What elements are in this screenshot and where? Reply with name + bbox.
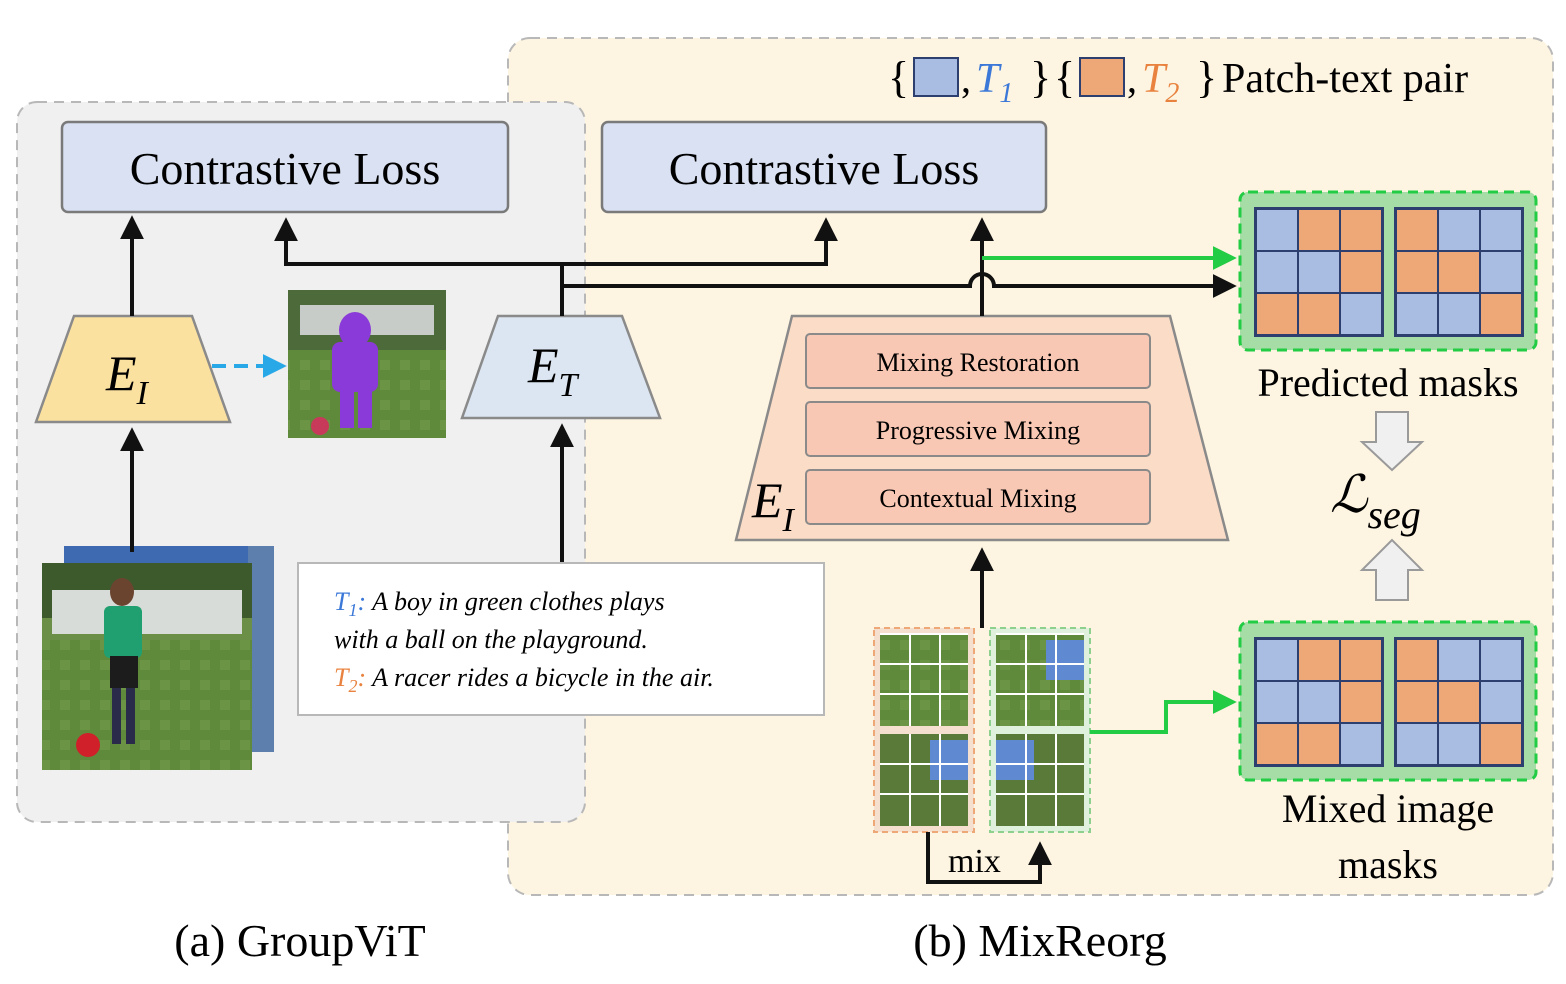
groupvit-caption: (a) GroupViT xyxy=(174,915,425,966)
mixed-mask-patch xyxy=(1299,640,1339,680)
mixed-image-orange-group xyxy=(873,627,975,833)
mixed-masks-grids xyxy=(1254,637,1524,767)
contextual-mixing-label: Contextual Mixing xyxy=(879,484,1076,513)
predicted-mask-patch xyxy=(1257,210,1297,250)
mixed-mask-patch xyxy=(1257,724,1297,764)
mixed-mask-patch xyxy=(1397,682,1437,722)
input-image-stack xyxy=(42,546,274,770)
mixreorg-caption: (b) MixReorg xyxy=(913,915,1166,966)
predicted-mask-patch xyxy=(1481,252,1521,292)
groupvit-loss-label: Contrastive Loss xyxy=(130,143,440,194)
mixed-mask-patch xyxy=(1397,724,1437,764)
predicted-mask-patch xyxy=(1397,252,1437,292)
down-hollow-arrow-icon xyxy=(1359,411,1425,472)
predicted-mask-patch xyxy=(1439,252,1479,292)
orange-patch-icon xyxy=(1079,57,1125,97)
groupvit-image-encoder xyxy=(34,314,232,424)
predicted-mask-patch xyxy=(1299,210,1339,250)
legend-comma-1: , xyxy=(961,56,971,101)
legend-label: Patch-text pair xyxy=(1222,56,1468,102)
contextual-mixing-box xyxy=(805,469,1151,525)
mixed-mask-patch xyxy=(1481,724,1521,764)
legend-t2: T2 xyxy=(1142,56,1179,109)
mixed-mask-patch xyxy=(1299,724,1339,764)
predicted-mask-patch xyxy=(1299,252,1339,292)
progressive-mixing-box xyxy=(805,401,1151,457)
predicted-mask-patch xyxy=(1481,210,1521,250)
predicted-mask-patch xyxy=(1397,294,1437,334)
mixed-mask-patch xyxy=(1257,640,1297,680)
legend-close-brace-2: } xyxy=(1196,53,1217,102)
predicted-mask-patch xyxy=(1439,210,1479,250)
mixed-mask-patch xyxy=(1341,682,1381,722)
mixed-mask-patch xyxy=(1439,724,1479,764)
predicted-mask-patch xyxy=(1257,252,1297,292)
mixing-restoration-label: Mixing Restoration xyxy=(877,348,1080,377)
caption-t2-line: T2:A racer rides a bicycle in the air. xyxy=(334,663,714,696)
up-hollow-arrow-icon xyxy=(1359,538,1425,601)
mixed-mask-patch xyxy=(1257,682,1297,722)
legend-comma-2: , xyxy=(1127,56,1137,101)
mixed-masks-label-line1: Mixed image xyxy=(1282,786,1494,831)
mixreorg-loss-label: Contrastive Loss xyxy=(669,143,979,194)
mixed-mask-patch xyxy=(1299,682,1339,722)
predicted-masks-grids xyxy=(1254,207,1524,337)
caption-t1-line2: with a ball on the playground. xyxy=(334,625,648,654)
predicted-mask-patch xyxy=(1341,252,1381,292)
arrow-et-to-both-losses xyxy=(274,217,564,316)
mixreorg-image-encoder-label: EI xyxy=(751,472,796,539)
groupvit-image-encoder-label: EI xyxy=(105,345,150,412)
mix-bracket-arrow xyxy=(926,832,1052,884)
arrow-et-to-mixreorg-loss xyxy=(562,217,838,266)
text-encoder xyxy=(460,314,662,420)
predicted-mask-patch xyxy=(1341,210,1381,250)
groupvit-loss-box xyxy=(60,120,510,214)
predicted-mask-patch xyxy=(1341,294,1381,334)
mixed-mask-patch xyxy=(1341,640,1381,680)
blue-patch-icon xyxy=(913,57,959,97)
caption-t1-line1: T1:A boy in green clothes plays xyxy=(334,587,665,620)
predicted-mask-patch xyxy=(1481,294,1521,334)
predicted-mask-patch xyxy=(1257,294,1297,334)
mixed-mask-patch xyxy=(1397,640,1437,680)
mixed-masks-label-line2: masks xyxy=(1338,842,1438,887)
predicted-mask-patch xyxy=(1299,294,1339,334)
patch-text-legend: { , T1 } { , T2 } Patch-text pair xyxy=(888,53,1468,109)
mixed-mask-patch xyxy=(1439,682,1479,722)
mixed-mask-patch xyxy=(1481,682,1521,722)
caption-text-box xyxy=(297,562,825,716)
predicted-mask-patch xyxy=(1397,210,1437,250)
legend-close-brace-1: } xyxy=(1030,53,1051,102)
mixed-mask-patch xyxy=(1481,640,1521,680)
legend-t1: T1 xyxy=(976,56,1013,109)
mix-label: mix xyxy=(948,843,1001,880)
text-encoder-label: ET xyxy=(527,337,580,404)
green-arrow-to-mixed-masks xyxy=(1090,690,1237,734)
legend-open-brace-2: { xyxy=(1054,53,1075,102)
predicted-mask-patch xyxy=(1439,294,1479,334)
legend-open-brace-1: { xyxy=(888,53,909,102)
mixing-restoration-box xyxy=(805,333,1151,389)
progressive-mixing-label: Progressive Mixing xyxy=(876,416,1080,445)
seg-loss-label: ℒseg xyxy=(1330,467,1421,537)
mixed-mask-patch xyxy=(1439,640,1479,680)
mixed-mask-patch xyxy=(1341,724,1381,764)
mixreorg-loss-box xyxy=(600,120,1048,214)
mixed-image-green-group xyxy=(989,627,1091,833)
segmentation-result-image xyxy=(288,290,446,438)
predicted-masks-label: Predicted masks xyxy=(1257,360,1518,405)
